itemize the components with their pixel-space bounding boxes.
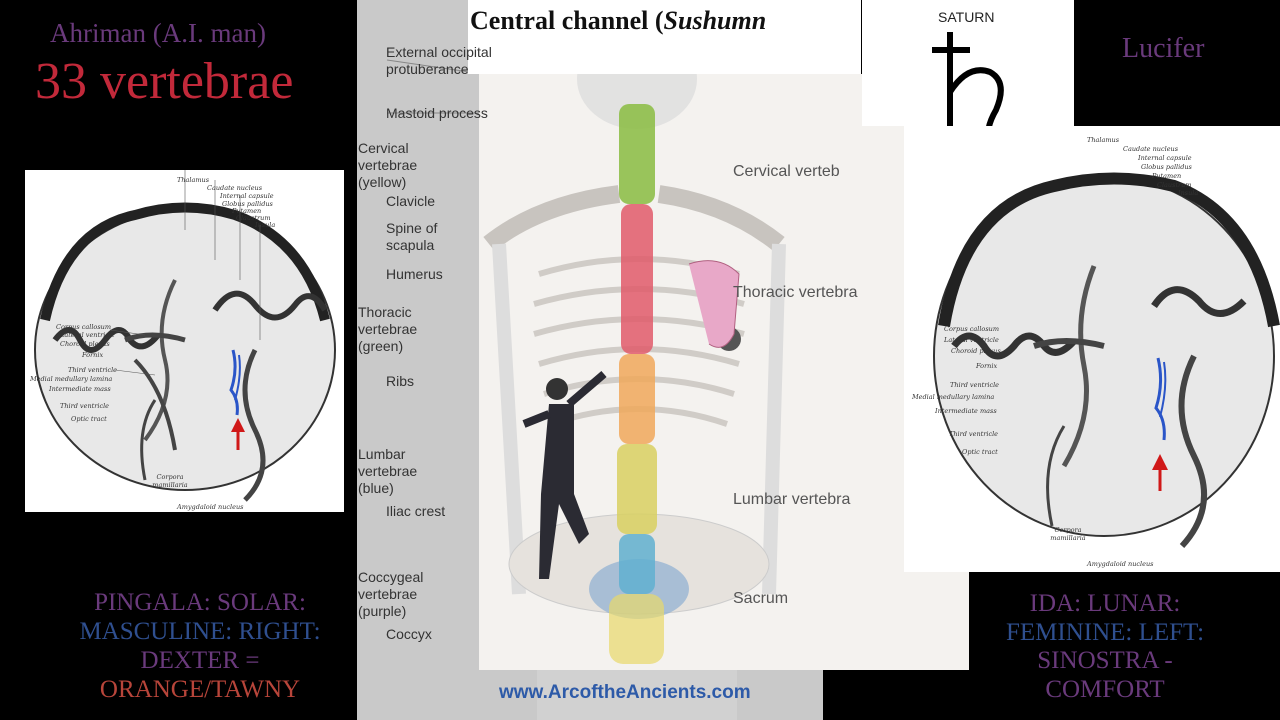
- ida-line4: COMFORT: [1045, 675, 1165, 703]
- label-amygdaloid: Amygdaloid nucleus: [177, 503, 244, 511]
- label-corpora: Corpora mamillaria: [1050, 526, 1086, 542]
- spine-illustration: [483, 29, 786, 664]
- label-cervical-right: Cervical verteb: [733, 163, 840, 180]
- ida-line2: FEMININE: LEFT:: [1005, 618, 1205, 646]
- label-lumbar-right: Lumbar vertebra: [733, 491, 851, 508]
- label-putamen: Putamen: [1152, 172, 1182, 180]
- label-corpus-callosum: Corpus callosum: [944, 325, 1000, 333]
- website-link[interactable]: www.ArcoftheAncients.com: [499, 682, 751, 703]
- lucifer-heading: Lucifer: [1122, 33, 1205, 64]
- central-channel-title: Central channel (Sushumn: [470, 6, 767, 35]
- label-thoracic-right: Thoracic vertebra: [733, 284, 858, 301]
- label-medial-lamina: Medial medullary lamina: [30, 375, 113, 383]
- label-iliac: Iliac crest: [386, 503, 446, 519]
- label-coccyx: Coccyx: [386, 626, 432, 642]
- label-caudate: Caudate nucleus: [207, 184, 263, 192]
- pingala-line4: ORANGE/TAWNY: [99, 676, 301, 703]
- label-amygdaloid: Amygdaloid nucleus: [1087, 560, 1154, 568]
- label-clavicle: Clavicle: [386, 193, 436, 209]
- label-optic: Optic tract: [71, 415, 107, 423]
- label-choroid: Choroid plexus: [60, 340, 110, 348]
- label-third-ventricle-2: Third ventricle: [60, 402, 110, 410]
- brain-diagram-left: Thalamus Caudate nucleus Internal capsul…: [25, 170, 344, 512]
- label-globus: Globus pallidus: [1141, 163, 1192, 171]
- label-claustrum: Claustrum: [236, 214, 271, 222]
- label-internal-capsule: Internal capsule: [1138, 154, 1192, 162]
- label-humerus: Humerus: [386, 266, 443, 282]
- ida-line1: IDA: LUNAR:: [1029, 590, 1181, 617]
- label-claustrum: Claustrum: [1157, 181, 1192, 189]
- label-putamen: Putamen: [232, 207, 262, 215]
- ahriman-heading: Ahriman (A.I. man): [50, 18, 266, 48]
- brain-section-illustration: [933, 172, 1280, 549]
- label-third-ventricle: Third ventricle: [950, 381, 1000, 389]
- label-globus: Globus pallidus: [222, 200, 273, 208]
- label-intermediate: Intermediate mass: [935, 407, 997, 415]
- label-ribs: Ribs: [386, 373, 415, 389]
- label-mastoid: Mastoid process: [386, 105, 488, 121]
- label-corpora: Corpora mamillaria: [152, 473, 188, 489]
- pingala-line3: DEXTER =: [140, 647, 260, 674]
- label-insula: Insula: [1178, 189, 1199, 197]
- label-fornix: Fornix: [82, 351, 104, 359]
- pingala-text: PINGALA: SOLAR: MASCULINE: RIGHT: DEXTER…: [70, 588, 330, 704]
- label-caudate: Caudate nucleus: [1123, 145, 1179, 153]
- label-corpus-callosum: Corpus callosum: [56, 323, 112, 331]
- saturn-box: [862, 0, 1074, 126]
- label-medial-lamina: Medial medullary lamina: [912, 393, 995, 401]
- ida-text: IDA: LUNAR: FEMININE: LEFT: SINOSTRA - C…: [990, 590, 1220, 704]
- label-thalamus: Thalamus: [1087, 136, 1120, 144]
- pingala-line2: MASCULINE: RIGHT:: [79, 618, 321, 645]
- label-sacrum: Sacrum: [733, 590, 789, 607]
- vertebrae-title: 33 vertebrae: [35, 53, 294, 110]
- brain-section-illustration: [34, 170, 336, 502]
- label-lateral-ventricle: Lateral ventricle: [60, 331, 115, 339]
- saturn-label: SATURN: [938, 9, 995, 25]
- pingala-line1: PINGALA: SOLAR:: [94, 589, 306, 616]
- label-fornix: Fornix: [976, 362, 998, 370]
- label-internal-capsule: Internal capsule: [220, 192, 274, 200]
- label-optic: Optic tract: [962, 448, 998, 456]
- brain-diagram-right: Thalamus Caudate nucleus Internal capsul…: [904, 126, 1280, 572]
- label-third-ventricle-2: Third ventricle: [949, 430, 999, 438]
- label-choroid: Choroid plexus: [951, 347, 1001, 355]
- title-background: [468, 0, 861, 74]
- label-third-ventricle: Third ventricle: [68, 366, 118, 374]
- ida-line3: SINOSTRA -: [1037, 647, 1173, 674]
- label-insula: Insula: [255, 221, 276, 229]
- label-lateral-ventricle: Lateral ventricle: [944, 336, 999, 344]
- label-intermediate: Intermediate mass: [49, 385, 111, 393]
- skeleton-front-panel: [479, 29, 969, 670]
- label-thalamus: Thalamus: [177, 176, 210, 184]
